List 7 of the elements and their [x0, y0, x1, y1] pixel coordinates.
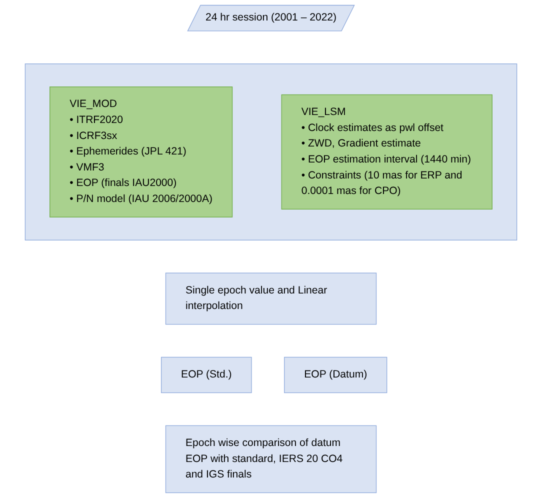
node-box: VIE_LSM • Clock estimates as pwl offset • ZWD, Gradient estimate • EOP estimation interval (1440 min) • Constraints (10 mas for ERP and 0.0001 mas for CPO): [281, 94, 492, 210]
cluster: [24, 63, 518, 240]
node-box: EOP (Datum): [284, 356, 388, 394]
node-box: Epoch wise comparison of datum EOP with standard, IERS 20 CO4 and IGS finals: [165, 425, 377, 494]
node-box: VIE_MOD • ITRF2020 • ICRF3sx • Ephemerides (JPL 421) • VMF3 • EOP (finals IAU2000) • P/N model (IAU 2006/2000A): [50, 86, 233, 218]
node-box: Single epoch value and Linear interpolation: [165, 272, 377, 325]
node-box: EOP (Std.): [160, 356, 252, 394]
